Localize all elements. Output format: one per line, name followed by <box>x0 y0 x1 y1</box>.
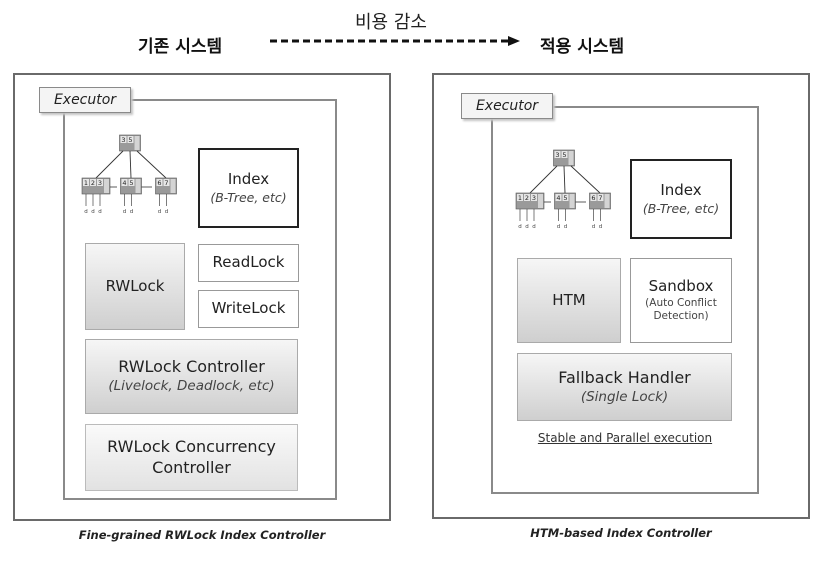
btree-key: 3 <box>98 179 102 187</box>
btree-key: 5 <box>563 194 567 202</box>
legacy-system-label: 기존 시스템 <box>138 37 223 57</box>
htm-label: HTM <box>552 290 586 309</box>
rwlock-box: RWLock <box>85 243 185 330</box>
rwlock-concurrency-box: RWLock Concurrency Controller <box>85 424 298 491</box>
btree-key: 7 <box>164 179 168 187</box>
htm-box: HTM <box>517 258 621 343</box>
stable-parallel-execution-link[interactable]: Stable and Parallel execution <box>537 431 713 445</box>
readlock-box: ReadLock <box>198 244 299 282</box>
btree-data-label: d <box>91 209 95 215</box>
btree-edge <box>529 165 558 194</box>
readlock-label: ReadLock <box>212 253 285 272</box>
index-title: Index <box>227 170 270 189</box>
applied-system-label: 적용 시스템 <box>540 37 625 57</box>
btree-edge <box>136 150 167 179</box>
sandbox-box: Sandbox (Auto Conflict Detection) <box>630 258 732 343</box>
index-subtitle: (B-Tree, etc) <box>642 200 720 216</box>
btree-key: 4 <box>122 179 126 187</box>
btree-data-label: d <box>599 224 603 230</box>
btree-data-label: d <box>557 224 561 230</box>
btree-edge <box>570 165 601 194</box>
caption-right: HTM-based Index Controller <box>530 526 712 540</box>
btree-data-label: d <box>532 224 536 230</box>
fallback-subtitle: (Single Lock) <box>580 388 669 405</box>
btree-key: 1 <box>84 179 88 187</box>
cost-reduction-label: 비용 감소 <box>355 12 427 33</box>
btree-data-label: d <box>564 224 568 230</box>
index-subtitle: (B-Tree, etc) <box>210 189 287 205</box>
fallback-title: Fallback Handler <box>558 367 691 387</box>
btree-edge <box>129 150 132 179</box>
btree-key: 1 <box>518 194 522 202</box>
rwlock-controller-box: RWLock Controller (Livelock, Deadlock, e… <box>85 339 298 414</box>
btree-key: 5 <box>129 179 133 187</box>
index-box-right: Index (B-Tree, etc) <box>630 159 732 239</box>
btree-data-label: d <box>518 224 522 230</box>
index-box-left: Index (B-Tree, etc) <box>198 148 299 228</box>
concurrency-line2: Controller <box>152 457 231 477</box>
btree-data-label: d <box>123 209 127 215</box>
btree-data-label: d <box>84 209 88 215</box>
rwlock-controller-subtitle: (Livelock, Deadlock, etc) <box>108 378 275 395</box>
btree-data-label: d <box>158 209 162 215</box>
btree-key: 6 <box>157 179 161 187</box>
concurrency-line1: RWLock Concurrency <box>107 436 276 456</box>
executor-tag-left: Executor <box>39 87 131 113</box>
index-title: Index <box>660 181 702 200</box>
btree-data-label: d <box>130 209 134 215</box>
btree-key: 3 <box>532 194 536 202</box>
rwlock-controller-title: RWLock Controller <box>118 357 265 377</box>
sandbox-title: Sandbox <box>648 277 714 296</box>
btree-key: 5 <box>128 136 132 144</box>
executor-tag-right: Executor <box>461 93 553 119</box>
btree-data-label: d <box>165 209 169 215</box>
sandbox-subtitle-1: (Auto Conflict <box>645 296 717 309</box>
btree-key: 3 <box>121 136 125 144</box>
writelock-box: WriteLock <box>198 290 299 328</box>
caption-left: Fine-grained RWLock Index Controller <box>78 528 326 542</box>
btree-edge <box>95 150 124 179</box>
btree-key: 6 <box>591 194 595 202</box>
btree-edge <box>563 165 566 194</box>
fallback-handler-box: Fallback Handler (Single Lock) <box>517 353 732 421</box>
btree-key: 2 <box>525 194 529 202</box>
btree-key: 3 <box>555 151 559 159</box>
btree-key: 2 <box>91 179 95 187</box>
rwlock-label: RWLock <box>105 276 165 295</box>
btree-key: 7 <box>598 194 602 202</box>
sandbox-subtitle-2: Detection) <box>653 310 709 323</box>
btree-data-label: d <box>592 224 596 230</box>
btree-key: 5 <box>562 151 566 159</box>
transition-arrow <box>270 36 520 46</box>
writelock-label: WriteLock <box>211 299 286 318</box>
btree-data-label: d <box>98 209 102 215</box>
btree-data-label: d <box>525 224 529 230</box>
btree-key: 4 <box>556 194 560 202</box>
